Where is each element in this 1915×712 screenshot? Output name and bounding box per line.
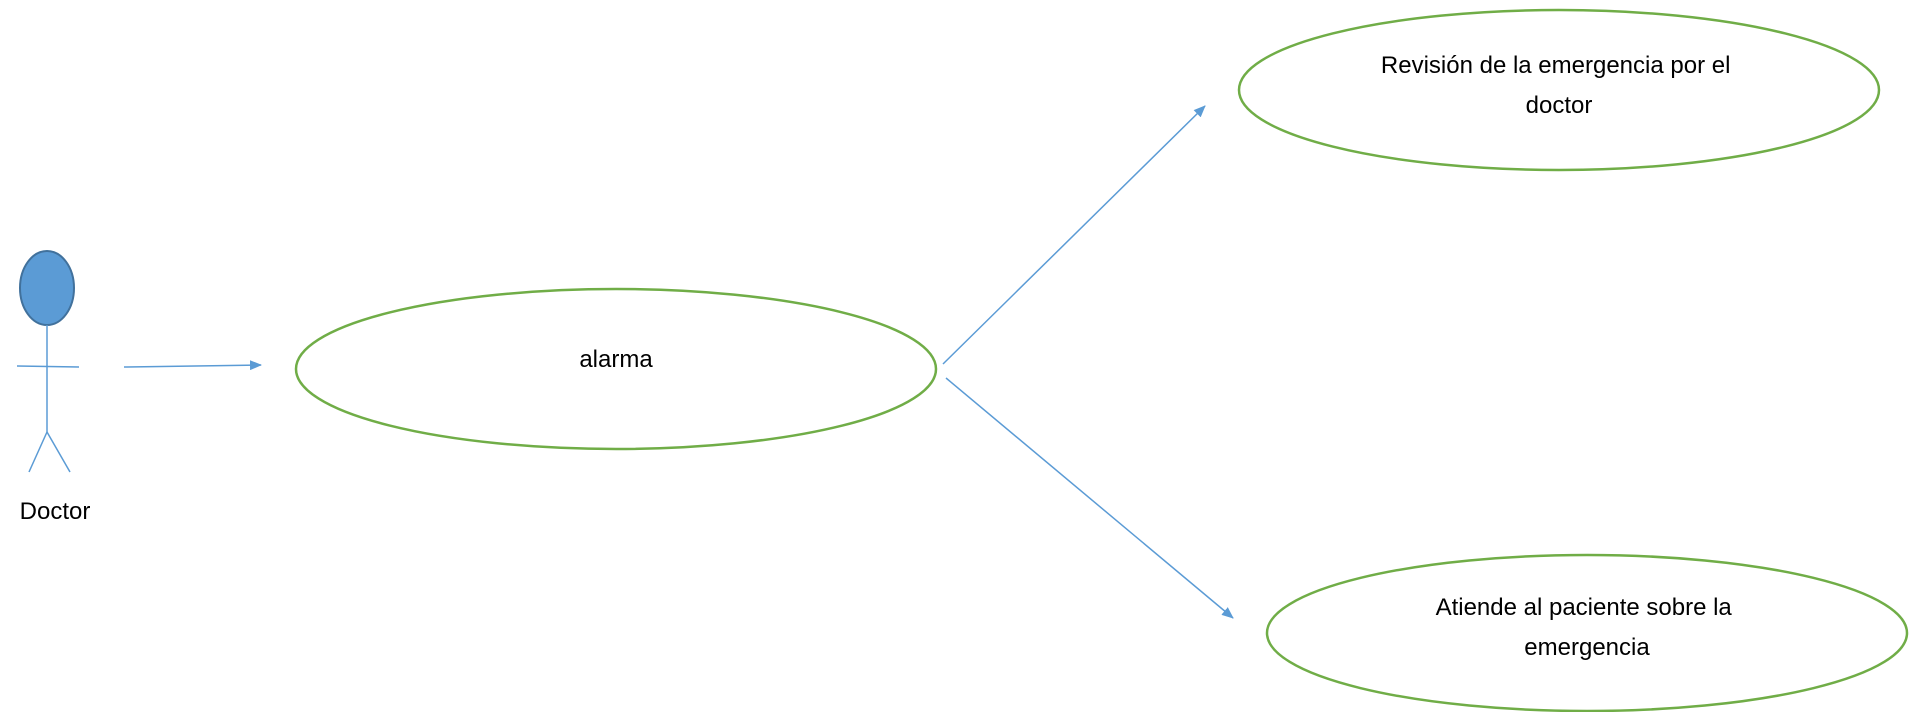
actor-doctor[interactable]: Doctor — [16, 250, 91, 525]
usecase-revision-line-1: Revisión de la emergencia por el — [1381, 52, 1731, 79]
connector-alarma-to-atiende — [945, 377, 1234, 619]
usecase-alarma-shape — [294, 287, 938, 451]
usecase-revision-shape — [1237, 8, 1881, 172]
usecase-revision-label: Revisión de la emergencia por el doctor — [1381, 52, 1737, 119]
actor-label: Doctor — [20, 498, 91, 525]
actor-head — [19, 250, 75, 326]
actor-right-leg — [46, 431, 71, 473]
usecase-atiende-line-1: Atiende al paciente sobre la — [1436, 594, 1733, 621]
usecase-alarma[interactable]: alarma — [294, 287, 938, 451]
usecase-alarma-line-1: alarma — [579, 346, 653, 373]
usecase-atiende-shape — [1265, 553, 1909, 712]
usecase-alarma-label: alarma — [579, 346, 653, 373]
usecase-revision[interactable]: Revisión de la emergencia por el doctor — [1237, 8, 1881, 172]
connector-alarma-to-revision — [942, 105, 1206, 365]
actor-arms — [16, 365, 80, 368]
usecase-revision-line-2: doctor — [1526, 92, 1593, 119]
usecase-atiende[interactable]: Atiende al paciente sobre la emergencia — [1265, 553, 1909, 712]
usecase-atiende-line-2: emergencia — [1524, 634, 1650, 661]
actor-left-leg — [28, 431, 48, 473]
connector-doctor-to-alarma — [123, 360, 262, 371]
usecase-atiende-label: Atiende al paciente sobre la emergencia — [1436, 594, 1739, 661]
